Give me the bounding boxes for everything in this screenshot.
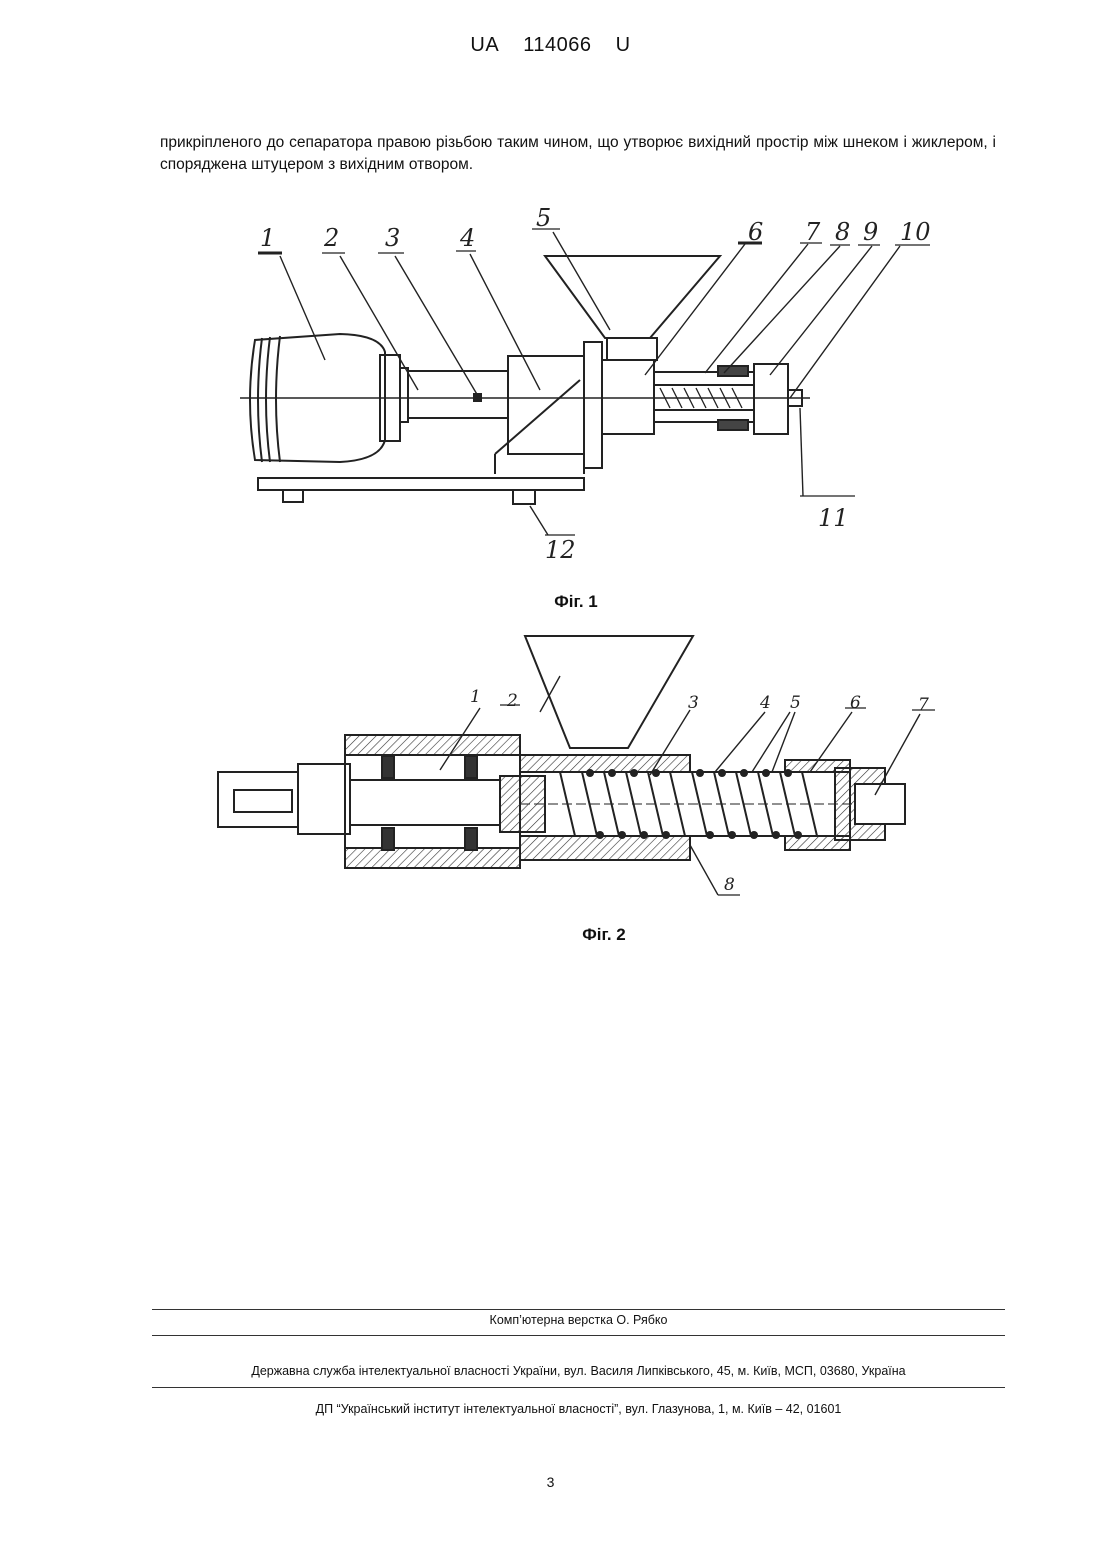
- agency-address: Державна служба інтелектуальної власност…: [152, 1364, 1005, 1378]
- figure-2-drawing: 1 2 3 4 5 6 7 8: [0, 0, 1101, 930]
- footer-rule-bottom: [152, 1387, 1005, 1388]
- footer-rule-top: [152, 1309, 1005, 1310]
- fig2-label-8: 8: [724, 875, 735, 895]
- fig2-label-5: 5: [790, 693, 801, 713]
- institute-address: ДП “Український інститут інтелектуальної…: [152, 1402, 1005, 1416]
- fig2-label-2: 2: [506, 691, 518, 711]
- footer-rule-middle: [152, 1335, 1005, 1336]
- layout-credit: Комп’ютерна верстка О. Рябко: [152, 1313, 1005, 1327]
- fig2-label-7: 7: [918, 695, 929, 715]
- figure-2-caption: Фіг. 2: [544, 925, 664, 945]
- page-number: 3: [0, 1474, 1101, 1490]
- fig2-label-1: 1: [470, 687, 481, 707]
- fig2-label-3: 3: [688, 693, 699, 713]
- fig2-label-6: 6: [850, 693, 861, 713]
- fig2-label-4: 4: [759, 693, 771, 713]
